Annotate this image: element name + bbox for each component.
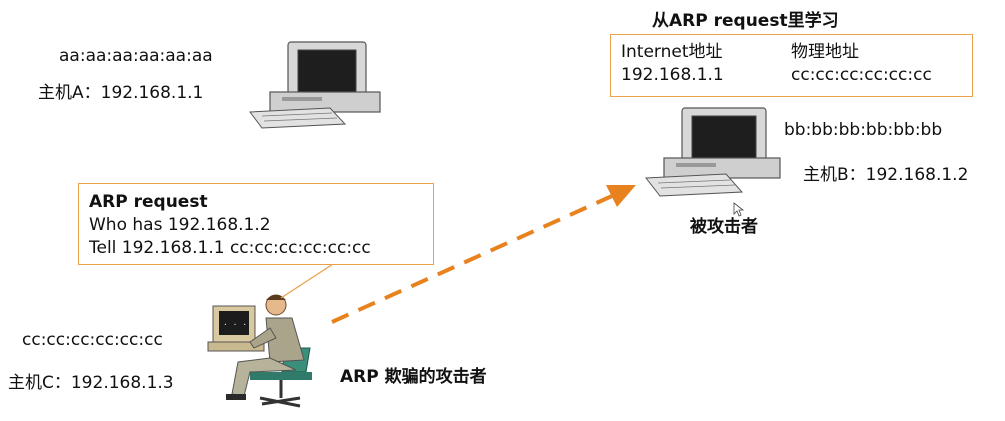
- attacker-c-icon: · · ·: [207, 294, 312, 408]
- arp-cache-col1-value: 192.168.1.1: [621, 65, 724, 85]
- arp-request-line1: Who has 192.168.1.2: [89, 215, 271, 235]
- arp-cache-col2-value: cc:cc:cc:cc:cc:cc: [791, 65, 932, 85]
- arp-request-line2: Tell 192.168.1.1 cc:cc:cc:cc:cc:cc: [89, 238, 371, 258]
- arp-cache-col2-header: 物理地址: [791, 42, 859, 62]
- host-c-mac: cc:cc:cc:cc:cc:cc: [22, 330, 163, 350]
- arp-request-title: ARP request: [89, 192, 208, 212]
- arp-request-arrow: [331, 185, 636, 324]
- host-b-label: 主机B：192.168.1.2: [803, 165, 969, 185]
- mouse-cursor-icon: [733, 202, 745, 217]
- host-c-label: 主机C：192.168.1.3: [8, 373, 174, 393]
- host-b-role: 被攻击者: [690, 217, 758, 237]
- callout-pointer: [280, 263, 334, 299]
- host-b-mac: bb:bb:bb:bb:bb:bb: [784, 120, 943, 140]
- computer-b-icon: [645, 107, 781, 197]
- arp-request-box: ARP request Who has 192.168.1.2 Tell 192…: [78, 183, 434, 265]
- svg-text:· · ·: · · ·: [223, 320, 247, 329]
- arp-cache-col1-header: Internet地址: [621, 42, 723, 62]
- host-a-mac: aa:aa:aa:aa:aa:aa: [59, 46, 213, 66]
- arp-cache-box: Internet地址 物理地址 192.168.1.1 cc:cc:cc:cc:…: [610, 34, 973, 97]
- host-a-label: 主机A：192.168.1.1: [38, 83, 204, 103]
- learn-title: 从ARP request里学习: [652, 11, 839, 31]
- host-c-role: ARP 欺骗的攻击者: [340, 367, 487, 387]
- computer-a-icon: [249, 41, 381, 129]
